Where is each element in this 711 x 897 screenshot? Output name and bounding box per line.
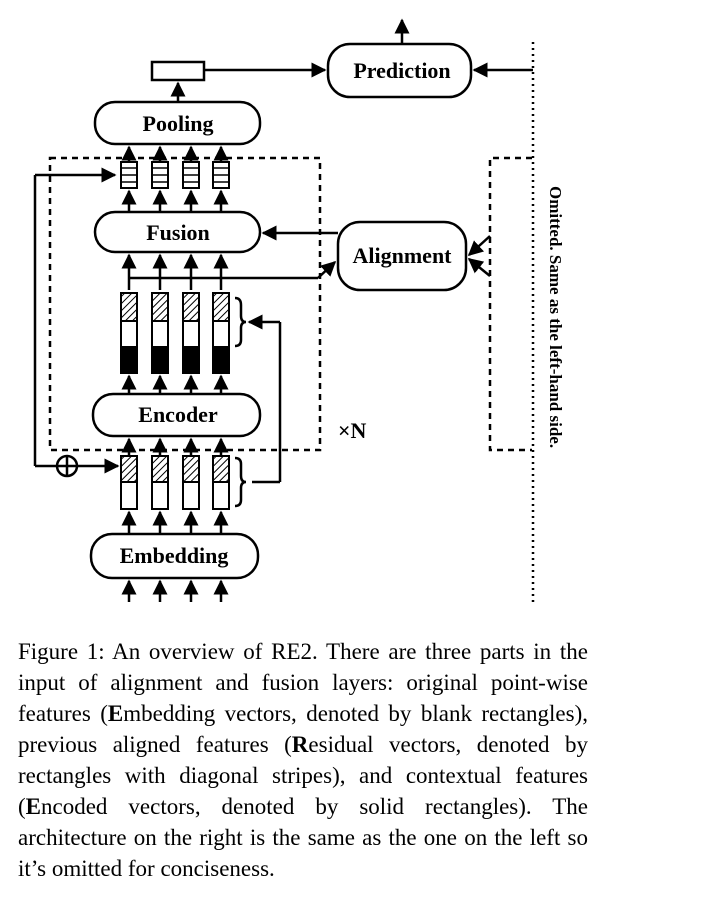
omitted-to-alignment-arrows [467,235,491,277]
encoder-label: Encoder [138,402,218,427]
pooling-box [93,100,262,146]
caption-part-3: esidual vectors, denoted by rectangles w… [18,732,588,819]
alignment-label: Alignment [353,243,453,268]
fused-vector [120,161,138,189]
fused-to-pooling-arrows [121,145,229,162]
fused-vectors [120,161,230,189]
embedding-label: Embedding [120,543,229,568]
embedding-skip-connection [33,167,117,468]
caption-bold-r: R [291,732,309,757]
omitted-block-boundary [488,156,532,452]
upper-brace [234,296,247,348]
lower-brace [234,456,247,508]
embedding-box [89,532,260,580]
alignment-box [336,220,468,292]
block-input-vectors [120,455,230,510]
omitted-note: Omitted. Same as the left-hand side. [546,186,565,448]
block-input-vector [120,455,138,510]
alignment-input-bus [121,253,337,290]
caption-part-2: mbedding vectors, denoted by blank recta… [18,701,588,757]
fusion-to-fused-arrows [121,189,229,212]
encoder-box [91,392,262,438]
aligned-input-vector [182,292,200,374]
re2-architecture-diagram: Prediction Pooling [33,18,565,602]
block-input-vector [182,455,200,510]
aligned-input-vector [120,292,138,374]
embedding-to-block-input-arrows [121,510,229,534]
encoder-to-aligned-arrows [121,374,229,394]
caption-part-4: ncoded vectors, denoted by solid rectang… [18,794,588,881]
fused-vector [212,161,230,189]
fused-vector [151,161,169,189]
aligned-input-vector [212,292,230,374]
input-token-arrows [121,579,229,602]
block-input-to-encoder-arrows [121,437,229,455]
fused-vector [182,161,200,189]
caption-bold-e2: E [25,794,42,819]
caption-part-1: Figure 1: An overview of RE2. There are … [18,639,588,726]
prediction-label: Prediction [353,58,450,83]
figure-caption: Figure 1: An overview of RE2. There are … [18,636,588,884]
residual-add-icon [55,454,79,478]
aligned-input-vectors [120,292,230,374]
repeat-count-label: ×N [338,418,367,443]
fusion-box [93,210,262,254]
fusion-label: Fusion [146,220,210,245]
block-input-vector [151,455,169,510]
block-input-vector [212,455,230,510]
residual-feed-upper [247,314,282,484]
pooled-vector [150,60,206,82]
caption-bold-e1: E [107,701,124,726]
aligned-input-vector [151,292,169,374]
prediction-box [326,42,473,99]
pooling-label: Pooling [143,111,214,136]
